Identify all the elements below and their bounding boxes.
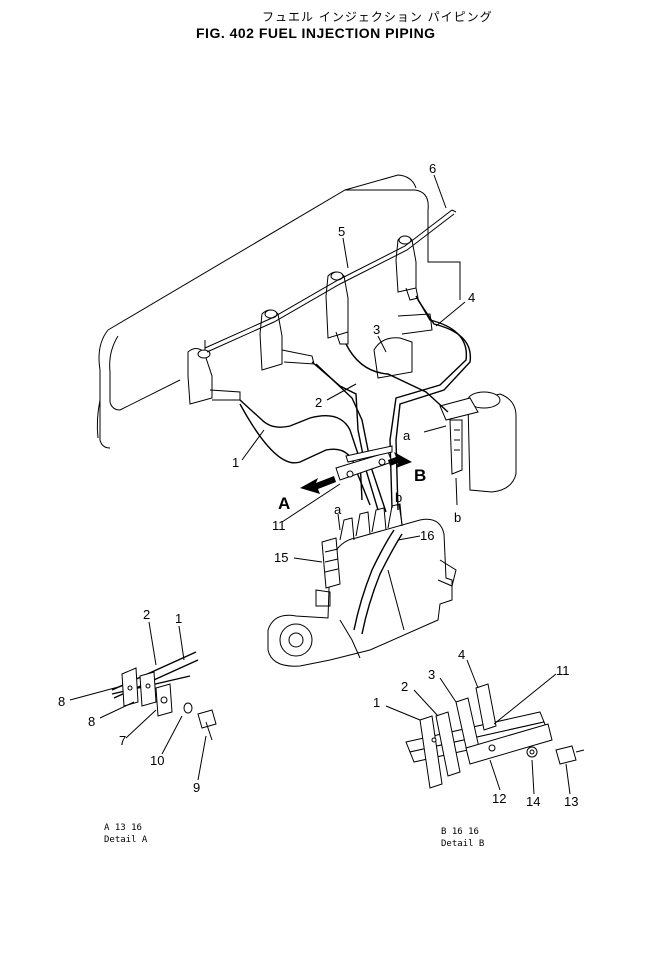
mark-a-hose: a	[334, 502, 342, 517]
arrow-label-b: B	[414, 466, 426, 485]
detail-b-callout-12: 12	[492, 791, 506, 806]
injection-pipes	[239, 295, 472, 513]
detail-a-callout-9: 9	[193, 780, 200, 795]
arrow-label-a: A	[278, 494, 290, 513]
leader-lines	[241, 174, 466, 563]
figure-title: FIG. 402 FUEL INJECTION PIPING	[196, 25, 436, 41]
japanese-title: フュエル インジェクション パイピング	[262, 10, 493, 24]
pipe-clamp	[335, 445, 393, 481]
callout-1: 1	[232, 455, 239, 470]
injectors	[187, 235, 419, 405]
fuel-hoses	[321, 529, 403, 635]
detail-a-callout-8-lower: 8	[88, 714, 95, 729]
detail-b-caption: Detail B	[441, 839, 484, 849]
detail-b-callout-13: 13	[564, 794, 578, 809]
engine-head-outline	[96, 174, 461, 449]
detail-b-drawing	[385, 659, 585, 795]
detail-a-callout-2: 2	[143, 607, 150, 622]
callout-6: 6	[429, 161, 436, 176]
callout-3: 3	[373, 322, 380, 337]
detail-a-callout-7: 7	[119, 733, 126, 748]
detail-b-callout-3: 3	[428, 667, 435, 682]
arrow-b-icon	[388, 452, 412, 468]
detail-a-caption: Detail A	[104, 835, 148, 845]
detail-a-caption-ref: A 13 16	[104, 823, 142, 833]
detail-a-callout-8-upper: 8	[58, 694, 65, 709]
detail-a-callout-1: 1	[175, 611, 182, 626]
callout-5: 5	[338, 224, 345, 239]
detail-b-caption-ref: B 16 16	[441, 827, 479, 837]
injection-pump	[267, 503, 457, 667]
detail-b-callout-4: 4	[458, 647, 465, 662]
callout-15: 15	[274, 550, 288, 565]
mark-a-filter: a	[403, 428, 411, 443]
callout-16: 16	[420, 528, 434, 543]
leak-off-pipe	[204, 209, 457, 353]
callout-4: 4	[468, 290, 475, 305]
detail-a-callout-10: 10	[150, 753, 164, 768]
fuel-filter	[439, 391, 517, 493]
arrow-a-icon	[300, 476, 336, 494]
detail-a-drawing	[69, 621, 217, 781]
detail-b-callout-1: 1	[373, 695, 380, 710]
callout-2: 2	[315, 395, 322, 410]
callout-11: 11	[272, 518, 286, 533]
detail-b-callout-14: 14	[526, 794, 540, 809]
detail-b-callout-2: 2	[401, 679, 408, 694]
mark-b-filter: b	[454, 510, 461, 525]
detail-b-callout-11: 11	[556, 663, 570, 678]
mark-b-hose: b	[395, 490, 402, 505]
